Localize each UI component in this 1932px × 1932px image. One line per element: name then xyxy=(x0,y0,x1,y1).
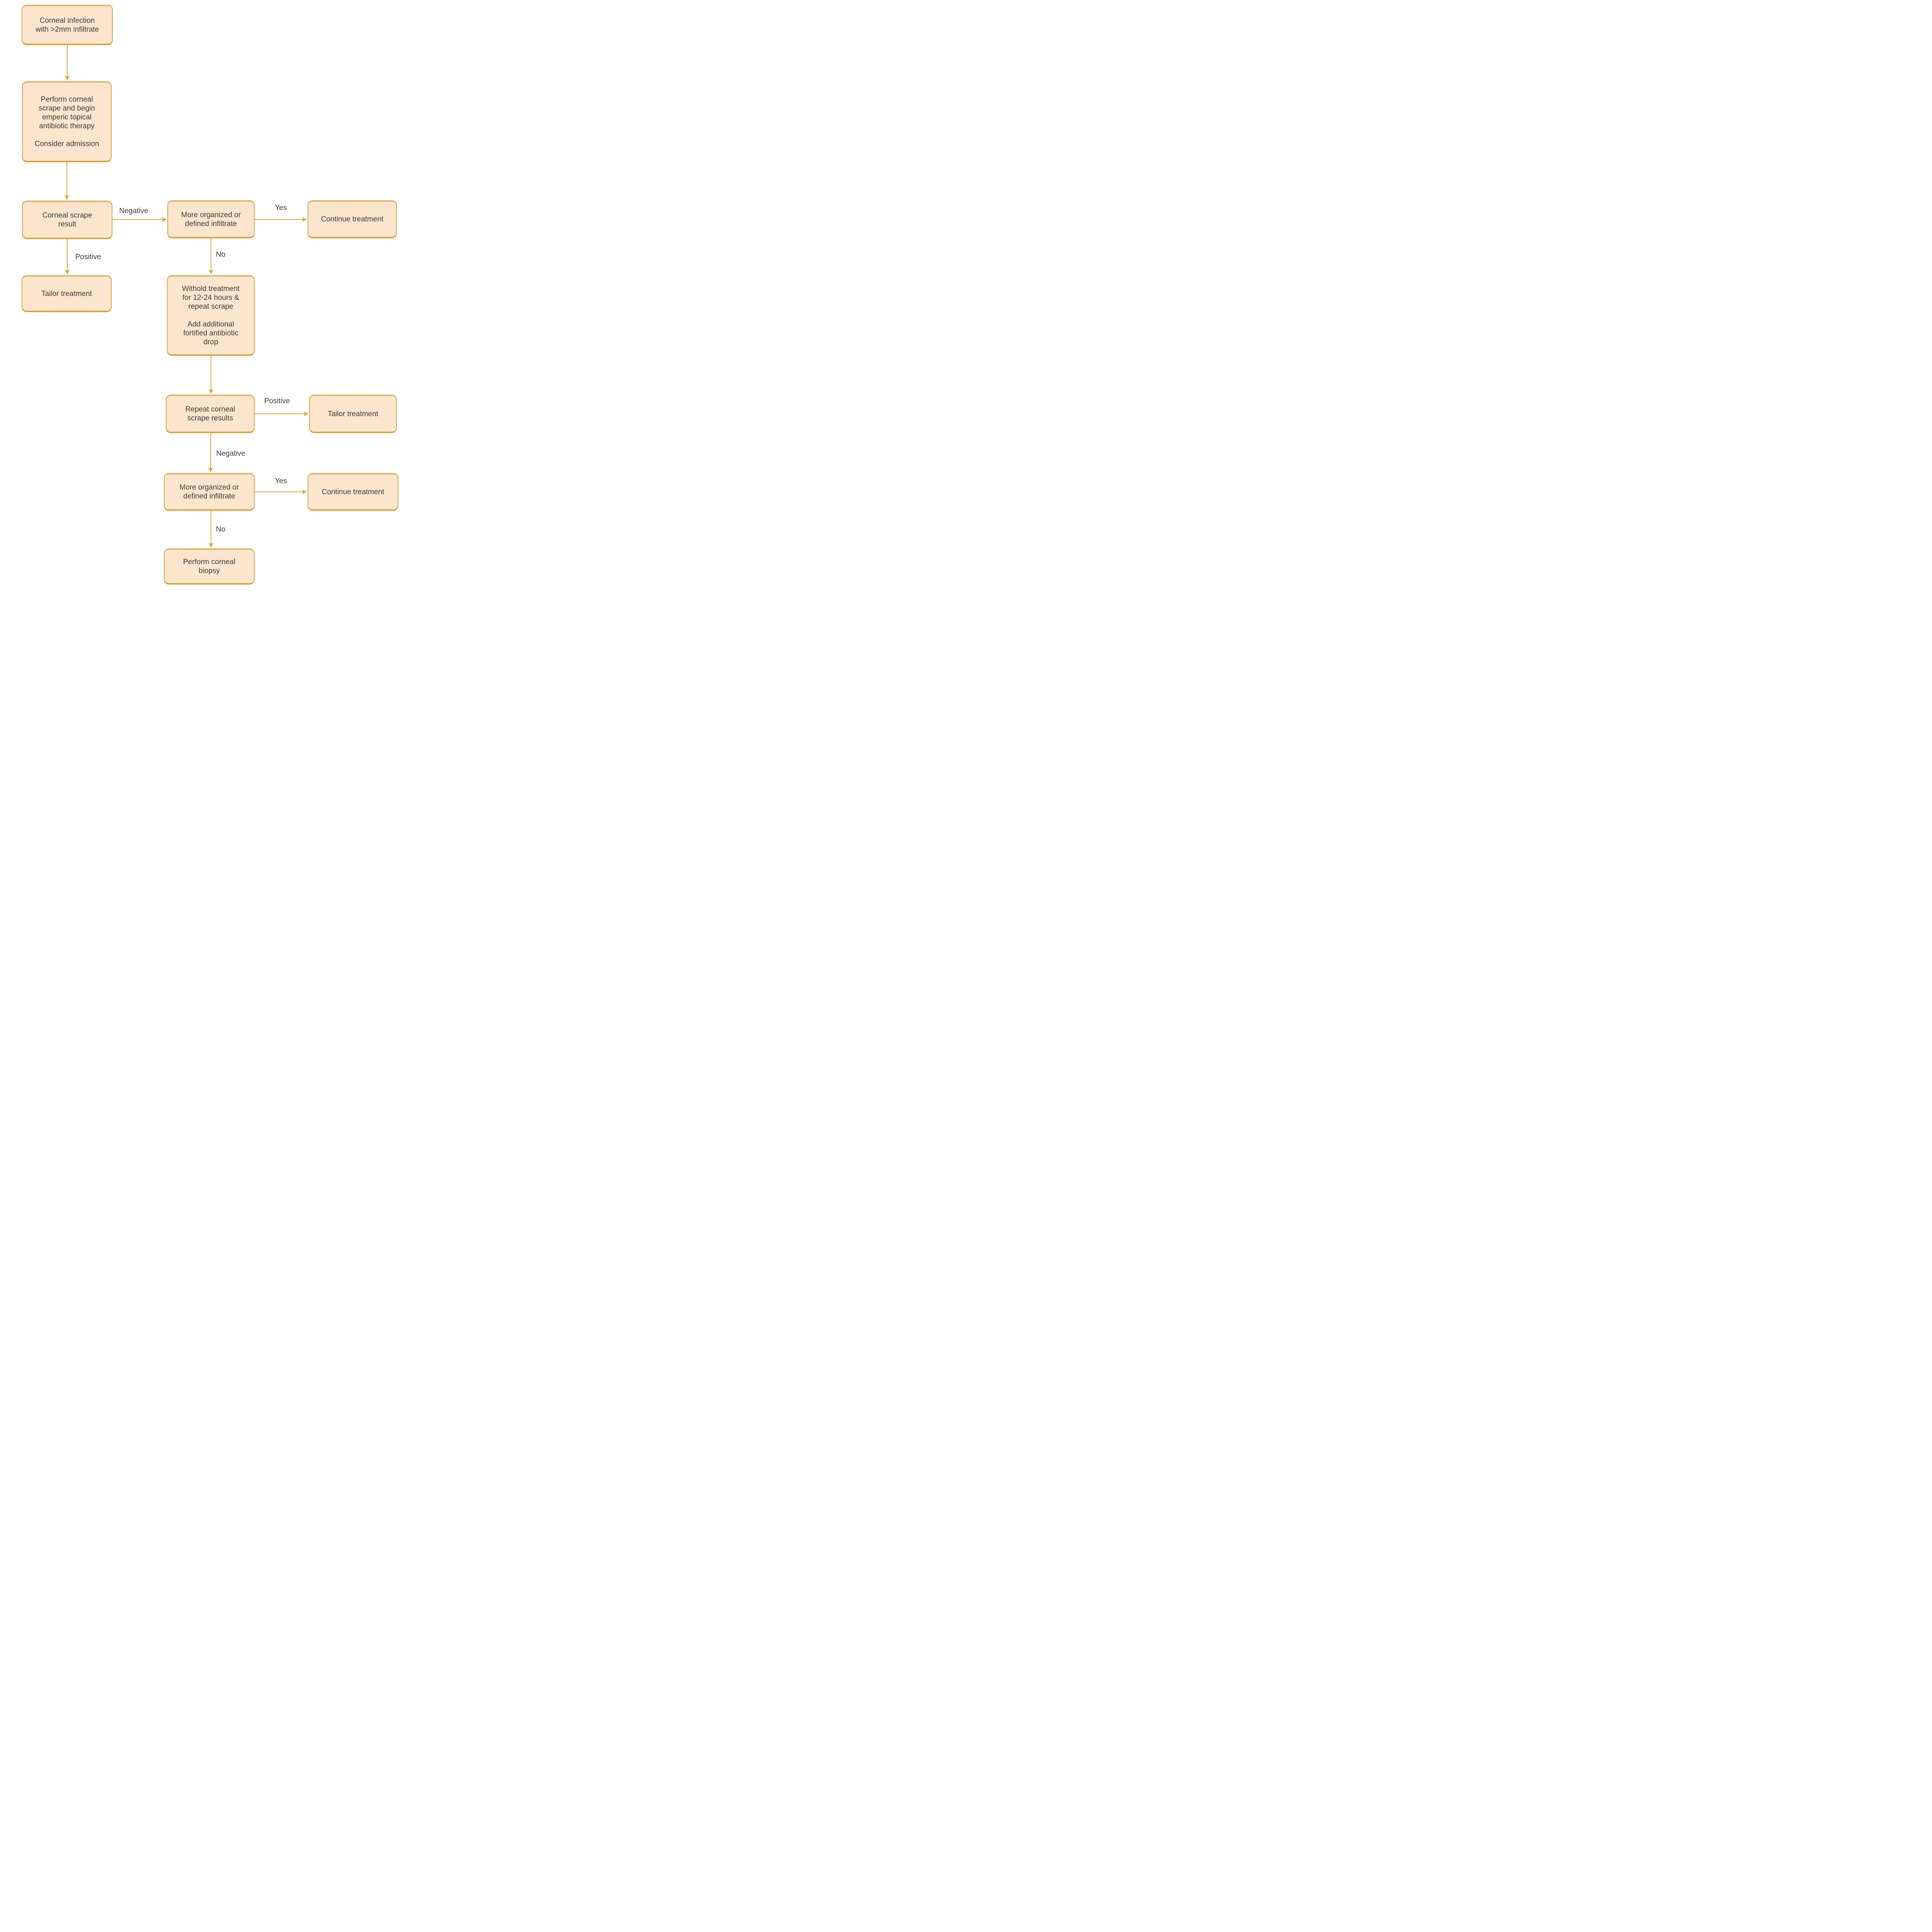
node-decision-infiltrate-2: More organized or defined infiltrate xyxy=(164,473,255,511)
node-corneal-biopsy: Perform corneal biopsy xyxy=(164,548,255,585)
node-withold-treatment: Withold treatment for 12-24 hours & repe… xyxy=(167,275,255,356)
node-perform-scrape: Perform corneal scrape and begin emperic… xyxy=(22,81,112,162)
edge-label-decision1-yes: Yes xyxy=(275,204,287,212)
edge-label-repeat-negative: Negative xyxy=(216,449,245,458)
node-scrape-result: Corneal scrape result xyxy=(22,201,112,239)
node-continue-treatment-2: Continue treatment xyxy=(308,473,398,511)
edge-label-decision2-yes: Yes xyxy=(275,477,287,485)
edge-label-repeat-positive: Positive xyxy=(264,397,290,405)
node-corneal-infection: Corneal infection with >2mm infiltrate xyxy=(22,5,113,45)
edge-label-decision2-no: No xyxy=(216,525,226,534)
node-continue-treatment-1: Continue treatment xyxy=(308,200,397,238)
node-tailor-treatment-1: Tailor treatment xyxy=(22,275,112,312)
node-tailor-treatment-2: Tailor treatment xyxy=(309,395,397,433)
edge-label-result-negative: Negative xyxy=(119,207,148,215)
node-repeat-scrape-results: Repeat corneal scrape results xyxy=(166,395,255,433)
node-decision-infiltrate-1: More organized or defined infiltrate xyxy=(167,200,255,238)
edge-label-result-positive: Positive xyxy=(75,253,101,261)
edge-label-decision1-no: No xyxy=(216,250,226,259)
